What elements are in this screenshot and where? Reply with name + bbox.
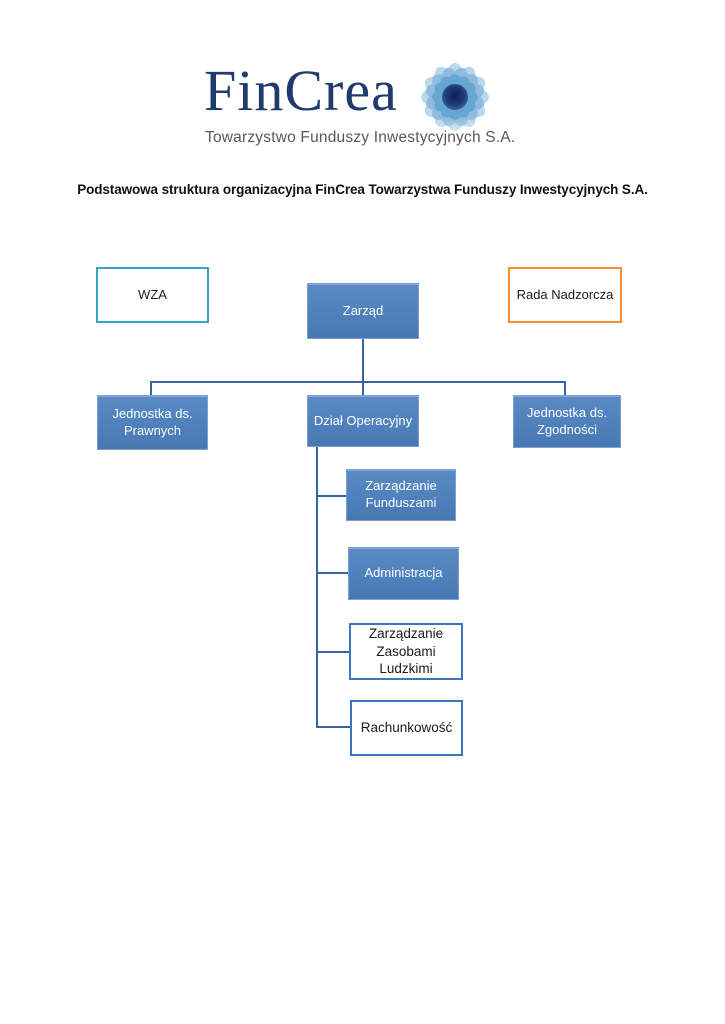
connector-stub-zzl	[316, 651, 349, 653]
connector-zarzad-down	[362, 339, 364, 381]
connector-drop-zgodnosc	[564, 381, 566, 395]
connector-stub-fundusze	[316, 495, 346, 497]
connector-stub-administracja	[316, 572, 348, 574]
org-node-dzial-operacyjny: Dział Operacyjny	[307, 395, 419, 447]
logo-brand-text: FinCrea	[204, 58, 398, 123]
org-node-zarzad: Zarząd	[307, 283, 419, 339]
org-node-zarzadzanie-funduszami: Zarządzanie Funduszami	[346, 469, 456, 521]
flower-icon	[402, 50, 508, 148]
org-node-administracja: Administracja	[348, 547, 459, 600]
logo-tagline: Towarzystwo Funduszy Inwestycyjnych S.A.	[205, 129, 516, 146]
org-node-rachunkowosc: Rachunkowość	[350, 700, 463, 756]
page-title: Podstawowa struktura organizacyjna FinCr…	[77, 182, 648, 197]
org-node-wza: WZA	[96, 267, 209, 323]
connector-horizontal-bar	[150, 381, 566, 383]
connector-operacyjny-trunk	[316, 447, 318, 728]
org-node-jednostka-prawna: Jednostka ds. Prawnych	[97, 395, 208, 450]
org-node-zasoby-ludzkie: Zarządzanie Zasobami Ludzkimi	[349, 623, 463, 680]
fincrea-logo: FinCrea	[0, 0, 725, 160]
connector-drop-prawna	[150, 381, 152, 395]
org-node-rada-nadzorcza: Rada Nadzorcza	[508, 267, 622, 323]
org-node-jednostka-zgodnosci: Jednostka ds. Zgodności	[513, 395, 621, 448]
connector-drop-operacyjny	[362, 381, 364, 395]
connector-stub-rachunkowosc	[316, 726, 350, 728]
